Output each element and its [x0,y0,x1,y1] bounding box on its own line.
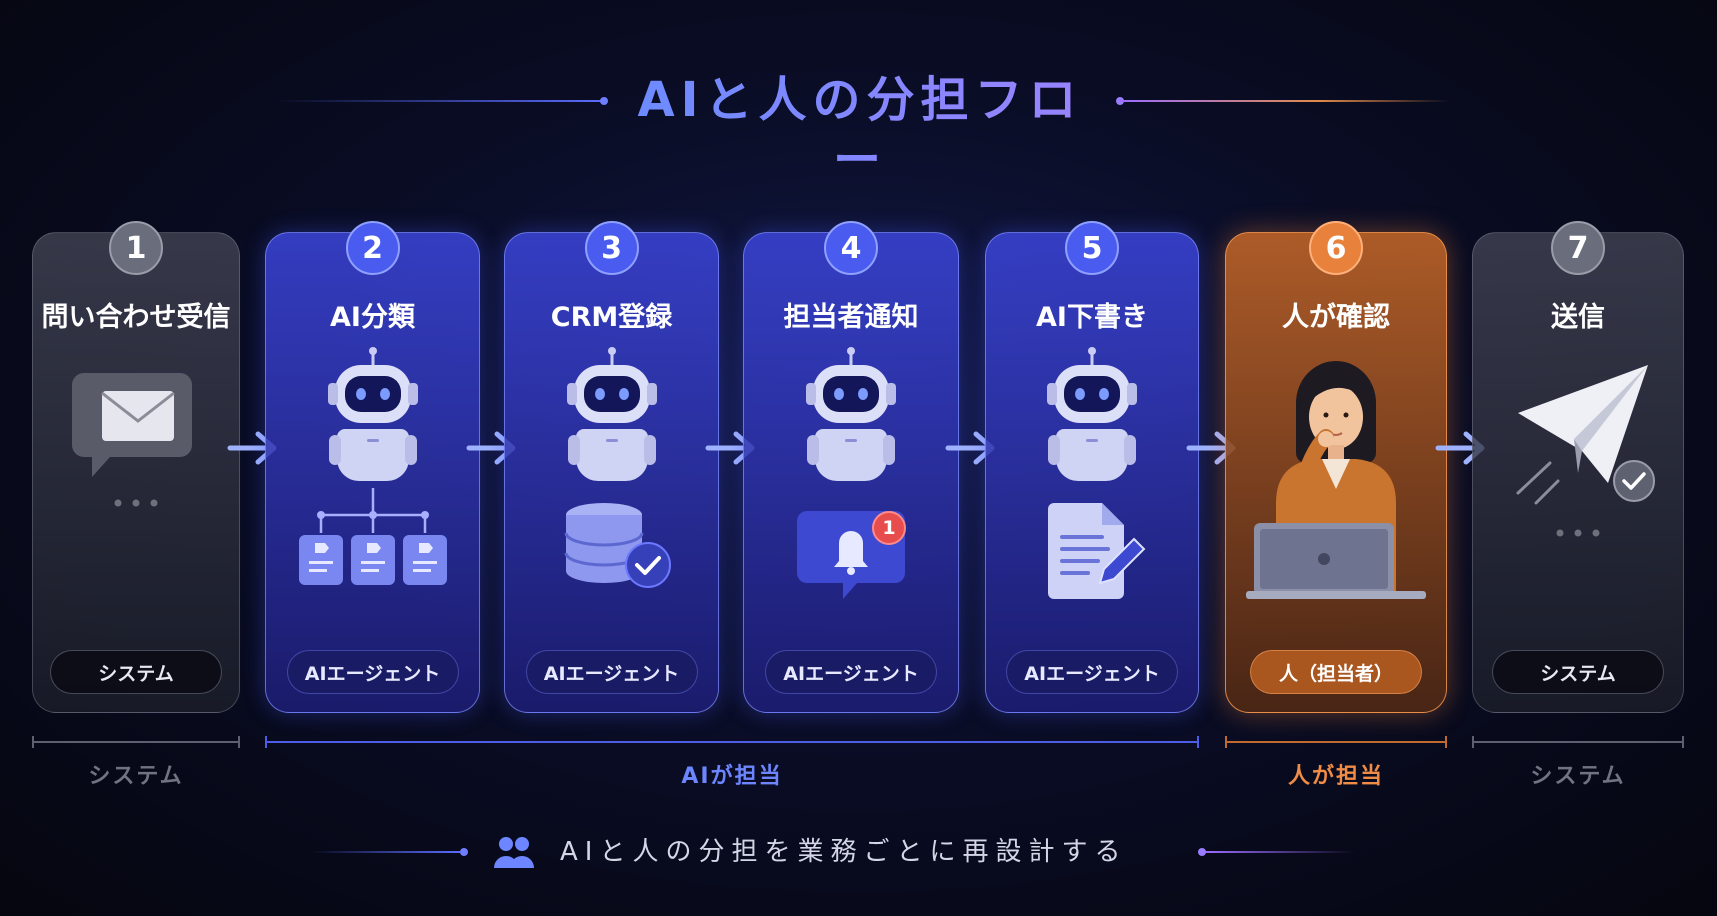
footer-dot-right [1198,848,1206,856]
step-card-2: 2 AI分類 AIエージェント [265,221,480,713]
role-pill: AIエージェント [1006,650,1178,694]
footer: AIと人の分担を業務ごとに再設計する [0,830,1717,874]
step-label: 人が確認 [1282,302,1390,333]
title-dot-left [600,97,608,105]
robot-bell-icon [751,343,951,603]
group-bracket-ai [265,736,1199,748]
group-bracket-system [1472,736,1684,748]
people-icon [492,832,536,872]
robot-database-icon [512,343,712,603]
group-label-human: 人が担当 [1287,764,1384,789]
role-pill: AIエージェント [286,650,459,694]
robot-classify-icon [273,343,473,603]
step-card-5: 5 AI下書き AIエージェント [985,221,1199,713]
step-number: 2 [345,221,400,275]
footer-line-right [1205,851,1355,853]
page-title: AIと人の分担フロー [620,70,1100,190]
step-label: AI下書き [1036,302,1148,333]
role-pill: AIエージェント [525,650,698,694]
envelope-chat-icon [36,343,236,603]
group-label-ai: AIが担当 [681,764,783,789]
step-card-6: 6 人が確認 人（担当者） [1225,221,1447,713]
group-label-system: システム [1530,764,1626,789]
group-label-system: システム [88,764,184,789]
role-pill: AIエージェント [765,650,937,694]
title-line-left [275,100,605,102]
group-bracket-human [1225,736,1447,748]
title-row: AIと人の分担フロー [0,70,1717,188]
footer-text: AIと人の分担を業務ごとに再設計する [560,837,1128,867]
step-number: 3 [584,221,639,275]
notification-badge: 1 [872,511,906,545]
step-card-4: 4 担当者通知 1 AIエージェント [743,221,959,713]
role-pill: 人（担当者） [1250,650,1422,694]
group-bracket-system [32,736,240,748]
step-label: AI分類 [330,302,415,333]
step-number: 6 [1309,221,1363,275]
step-number: 5 [1065,221,1119,275]
step-card-3: 3 CRM登録 AIエージェント [504,221,719,713]
step-number: 1 [109,221,163,275]
footer-dot-left [460,848,468,856]
step-card-1: 1 問い合わせ受信 システム [32,221,240,713]
role-pill: システム [1492,650,1664,694]
paper-plane-icon [1478,343,1678,603]
step-label: 担当者通知 [783,302,919,333]
step-label: 送信 [1551,302,1605,333]
step-card-7: 7 送信 システム [1472,221,1684,713]
step-number: 7 [1551,221,1605,275]
title-line-right [1120,100,1450,102]
robot-document-icon [992,343,1192,603]
step-number: 4 [824,221,878,275]
role-pill: システム [50,650,222,694]
step-label: CRM登録 [550,302,673,333]
person-laptop-icon [1236,343,1436,603]
footer-line-left [310,851,460,853]
step-label: 問い合わせ受信 [41,302,231,333]
